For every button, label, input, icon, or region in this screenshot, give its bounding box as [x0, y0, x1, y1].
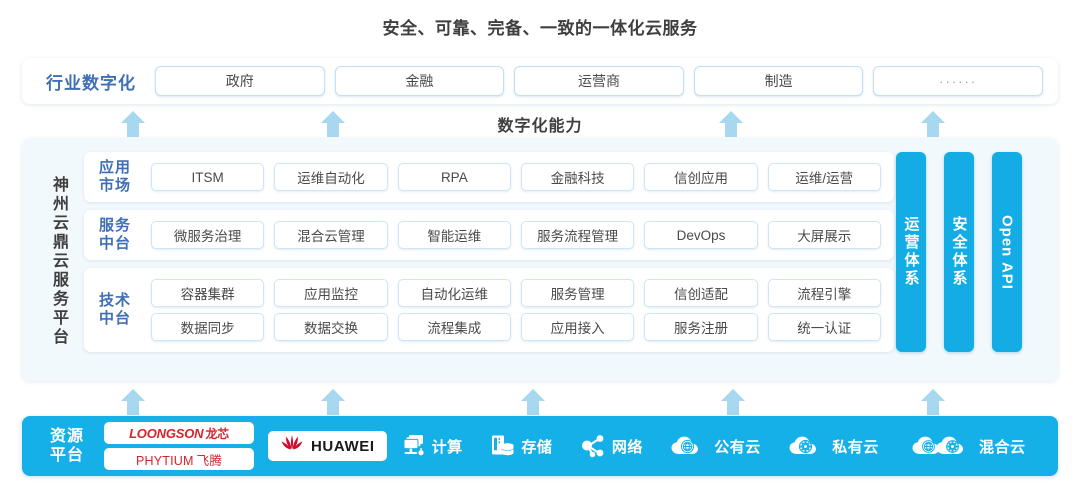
resource-item-label: 计算 [431, 438, 463, 456]
strip-label-line1: 应用 [98, 159, 131, 177]
arrow-up-icon-6 [320, 388, 346, 416]
pillar-operations-system[interactable]: 运营体系 [896, 152, 926, 352]
arrow-up-icon-2 [320, 110, 346, 138]
resource-item-network[interactable]: 网络 [566, 434, 656, 458]
resource-item-private-cloud[interactable]: 私有云 [775, 434, 893, 458]
huawei-wordmark: HUAWEI [311, 437, 375, 455]
huawei-flower-icon [280, 434, 304, 459]
private-cloud-icon [788, 434, 826, 458]
tile-process-engine[interactable]: 流程引擎 [767, 279, 881, 307]
platform-vertical-label: 神州云鼎云服务平台 [50, 175, 67, 347]
arrow-up-icon-1 [120, 110, 146, 138]
resource-item-storage[interactable]: 存储 [476, 434, 566, 458]
strip-row: ITSM 运维自动化 RPA 金融科技 信创应用 运维/运营 [146, 163, 886, 191]
page-title: 安全、可靠、完备、一致的一体化云服务 [382, 19, 698, 38]
industry-tile-more[interactable]: ······ [873, 66, 1043, 96]
strip-technology-middle-platform: 技术 中台 容器集群 应用监控 自动化运维 服务管理 信创适配 流程引擎 数据同… [84, 268, 894, 352]
resource-label-line2: 平台 [49, 447, 84, 464]
resource-item-label: 网络 [611, 438, 643, 456]
strip-row: 微服务治理 混合云管理 智能运维 服务流程管理 DevOps 大屏展示 [146, 221, 886, 249]
tile-process-integration[interactable]: 流程集成 [397, 313, 511, 341]
tile-service-registration[interactable]: 服务注册 [644, 313, 758, 341]
tile-application-monitoring[interactable]: 应用监控 [274, 279, 388, 307]
resource-item-compute[interactable]: 计算 [387, 434, 476, 458]
industry-tile-government[interactable]: 政府 [155, 66, 325, 96]
tile-ops-operations[interactable]: 运维/运营 [767, 163, 881, 191]
strip-label-line2: 中台 [98, 235, 131, 252]
strip-label-technology-middle-platform: 技术 中台 [84, 292, 146, 327]
storage-icon [489, 434, 515, 458]
resource-item-public-cloud[interactable]: 公有云 [657, 434, 775, 458]
strip-label-line1: 技术 [98, 292, 131, 310]
resource-label-line1: 资源 [49, 427, 84, 445]
tile-hybrid-cloud-management[interactable]: 混合云管理 [274, 221, 388, 249]
strip-application-market: 应用 市场 ITSM 运维自动化 RPA 金融科技 信创应用 运维/运营 [84, 152, 894, 202]
industry-tile-manufacturing[interactable]: 制造 [693, 66, 864, 96]
tile-ops-automation[interactable]: 运维自动化 [274, 163, 388, 191]
tile-itsm[interactable]: ITSM [151, 163, 265, 191]
tile-data-sync[interactable]: 数据同步 [151, 313, 265, 341]
tile-automated-ops[interactable]: 自动化运维 [397, 279, 511, 307]
strip-label-line2: 中台 [98, 310, 131, 327]
arrow-up-icon-7 [520, 388, 546, 416]
tile-microservice-governance[interactable]: 微服务治理 [151, 221, 265, 249]
resource-platform-label: 资源 平台 [32, 427, 102, 465]
network-icon [580, 434, 606, 458]
arrow-up-icon-3 [718, 110, 744, 138]
tile-service-management[interactable]: 服务管理 [520, 279, 635, 307]
capability-band-label: 数字化能力 [497, 118, 583, 135]
strip-label-application-market: 应用 市场 [84, 159, 146, 194]
tile-aiops[interactable]: 智能运维 [397, 221, 511, 249]
public-cloud-icon [670, 434, 708, 458]
industry-digitalization-row: 行业数字化 政府 金融 运营商 制造 ······ [22, 58, 1058, 104]
tile-xinchuang-adaptation[interactable]: 信创适配 [644, 279, 758, 307]
industry-tile-operator[interactable]: 运营商 [514, 66, 684, 96]
strip-row: 容器集群 应用监控 自动化运维 服务管理 信创适配 流程引擎 [146, 279, 886, 307]
loongson-latin: LOONGSON [129, 425, 204, 441]
resource-item-label: 存储 [521, 438, 553, 456]
hybrid-cloud-icon [911, 434, 973, 458]
strip-rows: 容器集群 应用监控 自动化运维 服务管理 信创适配 流程引擎 数据同步 数据交换… [146, 279, 886, 341]
resource-item-label: 公有云 [714, 438, 761, 456]
tile-large-screen-display[interactable]: 大屏展示 [767, 221, 881, 249]
tile-xinchuang-app[interactable]: 信创应用 [644, 163, 758, 191]
tile-fintech[interactable]: 金融科技 [520, 163, 635, 191]
phytium-cn: 飞腾 [196, 453, 223, 468]
resource-item-label: 私有云 [832, 438, 879, 456]
tile-application-access[interactable]: 应用接入 [520, 313, 635, 341]
loongson-cn: 龙芯 [205, 426, 229, 441]
strip-row: 数据同步 数据交换 流程集成 应用接入 服务注册 统一认证 [146, 313, 886, 341]
arrow-up-icon-4 [920, 110, 946, 138]
compute-icon [400, 434, 426, 458]
arrow-up-icon-8 [720, 388, 746, 416]
resource-item-label: 混合云 [978, 438, 1026, 456]
tile-unified-authentication[interactable]: 统一认证 [767, 313, 881, 341]
tile-service-process-management[interactable]: 服务流程管理 [520, 221, 635, 249]
strip-label-line1: 服务 [98, 217, 131, 235]
arrow-up-icon-9 [920, 388, 946, 416]
strip-label-service-middle-platform: 服务 中台 [84, 217, 146, 252]
tile-container-cluster[interactable]: 容器集群 [151, 279, 265, 307]
tile-data-exchange[interactable]: 数据交换 [274, 313, 388, 341]
resource-item-hybrid-cloud[interactable]: 混合云 [892, 434, 1044, 458]
tile-devops[interactable]: DevOps [644, 221, 758, 249]
huawei-logo-chip[interactable]: HUAWEI [268, 431, 387, 461]
arrow-up-icon-5 [120, 388, 146, 416]
strip-rows: ITSM 运维自动化 RPA 金融科技 信创应用 运维/运营 [146, 163, 886, 191]
pillar-open-api[interactable]: Open API [992, 152, 1022, 352]
strip-label-line2: 市场 [98, 177, 131, 194]
strip-service-middle-platform: 服务 中台 微服务治理 混合云管理 智能运维 服务流程管理 DevOps 大屏展… [84, 210, 894, 260]
industry-row-label: 行业数字化 [46, 73, 136, 93]
strip-rows: 微服务治理 混合云管理 智能运维 服务流程管理 DevOps 大屏展示 [146, 221, 886, 249]
industry-tile-finance[interactable]: 金融 [334, 66, 505, 96]
phytium-latin: PHYTIUM [135, 453, 194, 468]
tile-rpa[interactable]: RPA [397, 163, 511, 191]
pillar-security-system[interactable]: 安全体系 [944, 152, 974, 352]
